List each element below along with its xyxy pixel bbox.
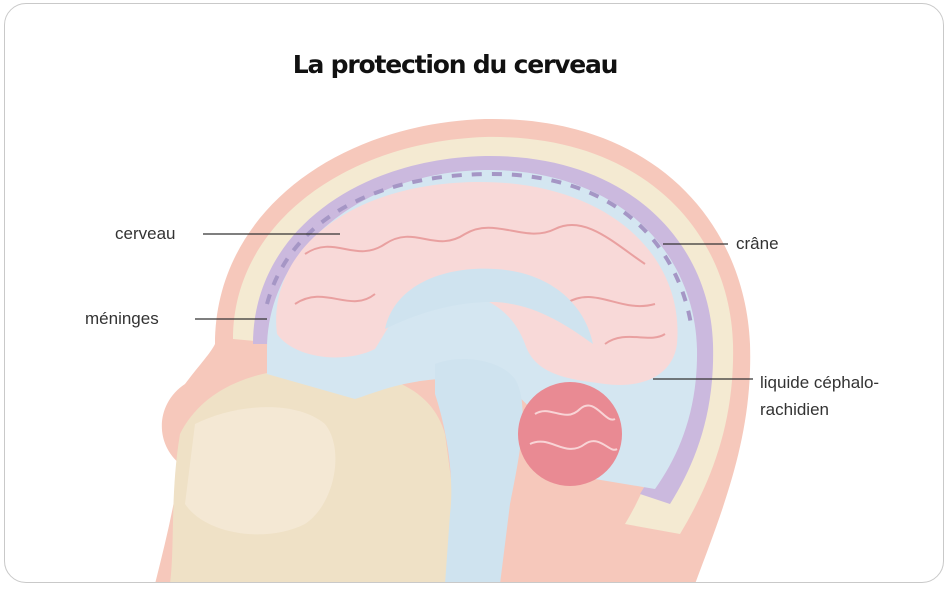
label-crane: crâne [736, 234, 779, 254]
label-cerveau: cerveau [115, 224, 175, 244]
label-lcr-line1: liquide céphalo- [760, 369, 879, 396]
label-meninges: méninges [85, 309, 159, 329]
label-liquide-cephalo-rachidien: liquide céphalo- rachidien [760, 369, 879, 423]
diagram-card: La protection du cerveau cerveau méninge… [4, 3, 944, 583]
nose-area [185, 407, 335, 534]
head-section-illustration [5, 4, 944, 583]
label-lcr-line2: rachidien [760, 396, 879, 423]
cerebellum [518, 382, 622, 486]
